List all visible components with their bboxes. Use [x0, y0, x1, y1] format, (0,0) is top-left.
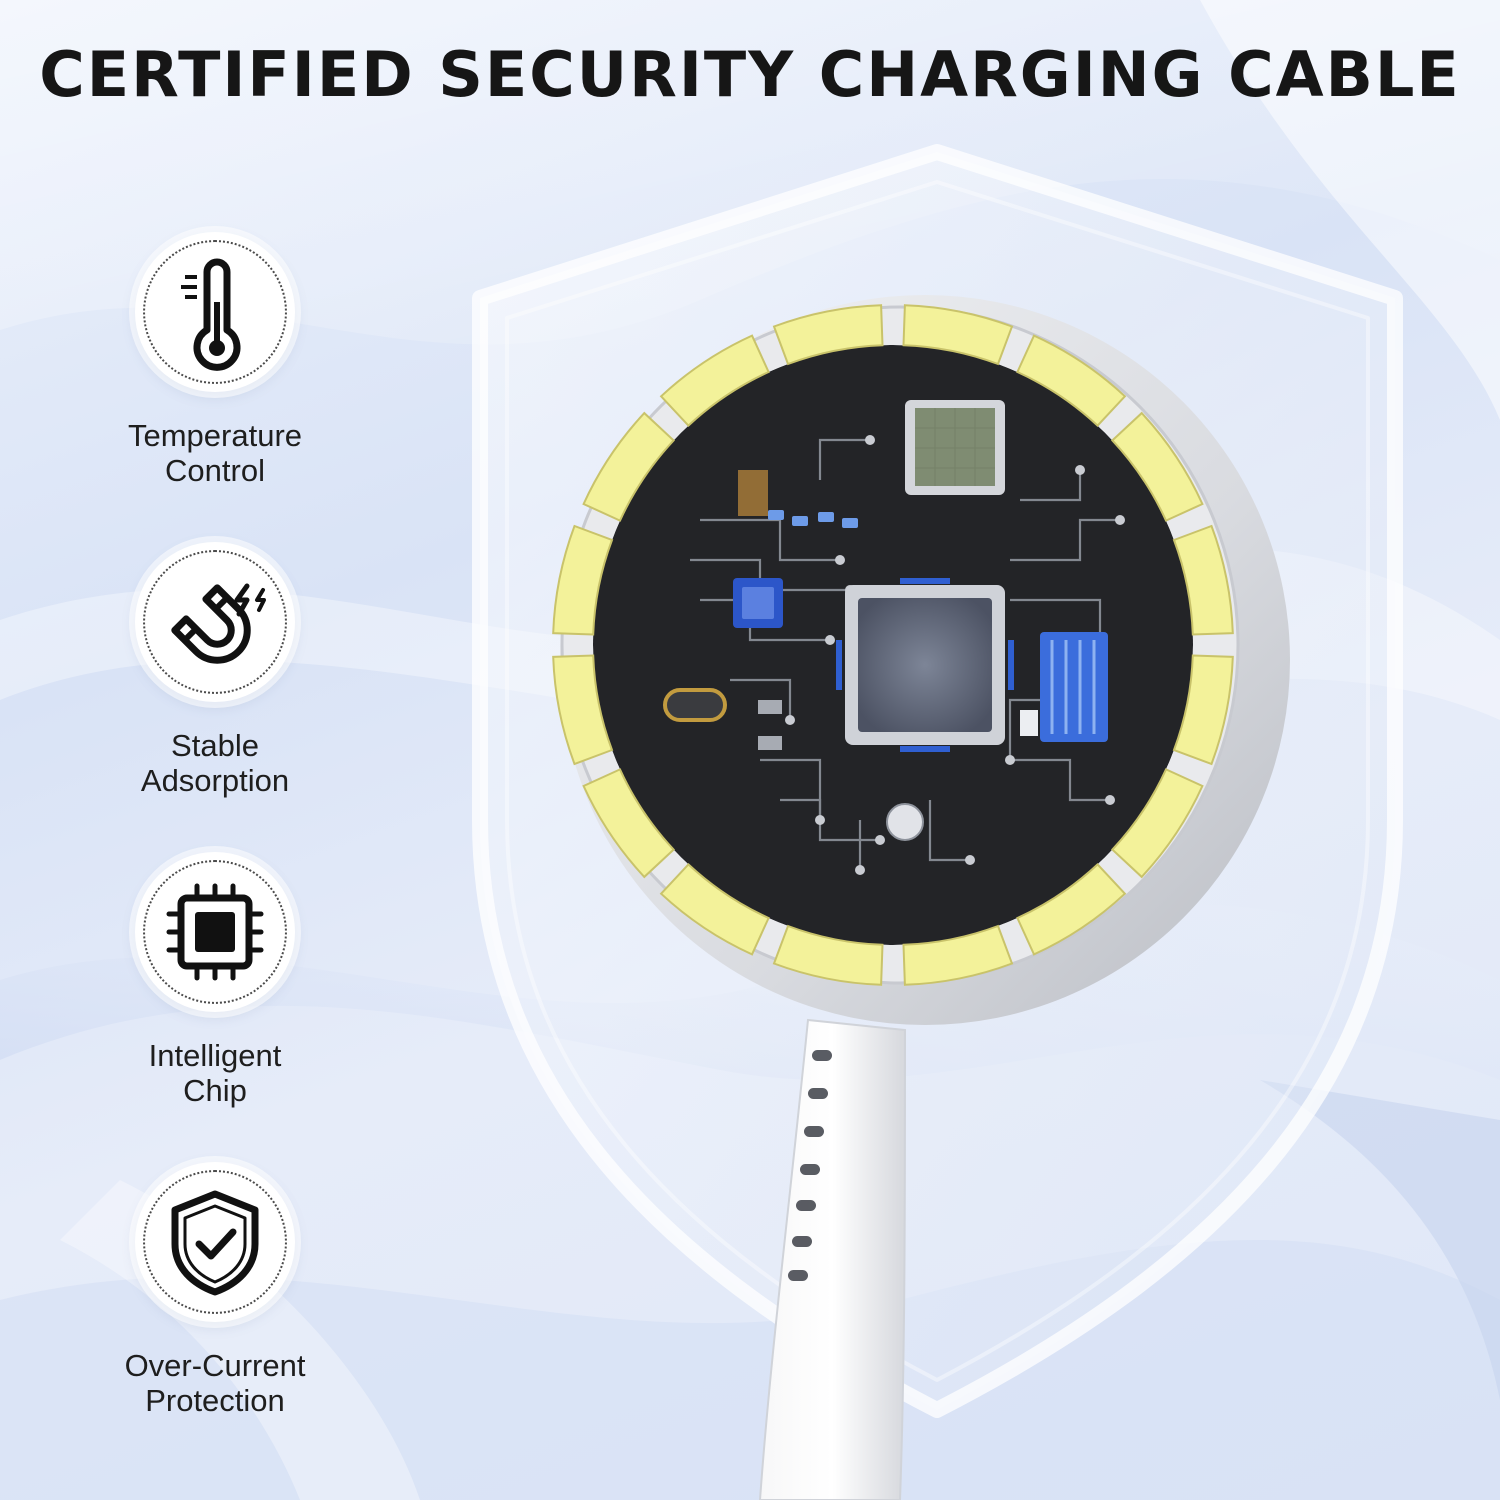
product-illustration [472, 144, 1403, 1500]
magnet-ring [552, 304, 1234, 986]
circuit-board [593, 345, 1193, 945]
magnet-segment [582, 768, 676, 879]
magnet-segment [772, 924, 884, 986]
feature-temperature-control: Temperature Control [90, 232, 340, 488]
magnet-segment [1016, 334, 1127, 428]
magnet-segment [552, 524, 614, 636]
magnet-segment [1172, 654, 1234, 766]
feature-intelligent-chip: Intelligent Chip [90, 852, 340, 1108]
feature-badge [135, 1162, 295, 1322]
feature-badge [135, 852, 295, 1012]
magnet-icon [171, 583, 266, 664]
feature-label: Over-Current Protection [90, 1348, 340, 1418]
magnet-segment [659, 862, 770, 956]
shield-check-icon [171, 1190, 259, 1296]
feature-badge [135, 542, 295, 702]
feature-over-current-protection: Over-Current Protection [90, 1162, 340, 1418]
magnet-segment [902, 924, 1014, 986]
magnet-segment [1110, 411, 1204, 522]
feature-label-line2: Adsorption [140, 763, 290, 798]
feature-label-line1: Over-Current [124, 1348, 306, 1383]
magnet-segment [902, 304, 1014, 366]
cable [758, 1018, 907, 1500]
headline: CERTIFIED SECURITY CHARGING CABLE [39, 38, 1461, 111]
feature-badge [135, 232, 295, 392]
feature-label-line2: Control [165, 453, 265, 488]
magnet-segment [1016, 862, 1127, 956]
feature-label-line1: Intelligent [148, 1038, 282, 1073]
feature-label-line1: Stable [171, 728, 259, 763]
magnet-segment [552, 654, 614, 766]
feature-stable-adsorption: Stable Adsorption [90, 542, 340, 798]
chip-icon [166, 883, 264, 981]
magnet-segment [772, 304, 884, 366]
thermometer-icon [181, 258, 241, 371]
magnet-segment [659, 334, 770, 428]
feature-label: Temperature Control [90, 418, 340, 488]
magnet-segment [582, 411, 676, 522]
magnet-segment [1110, 768, 1204, 879]
feature-label-line2: Chip [183, 1073, 247, 1108]
feature-label: Intelligent Chip [90, 1038, 340, 1108]
feature-label-line1: Temperature [127, 418, 303, 453]
feature-label: Stable Adsorption [90, 728, 340, 798]
feature-label-line2: Protection [145, 1383, 285, 1418]
magnet-segment [1172, 524, 1234, 636]
